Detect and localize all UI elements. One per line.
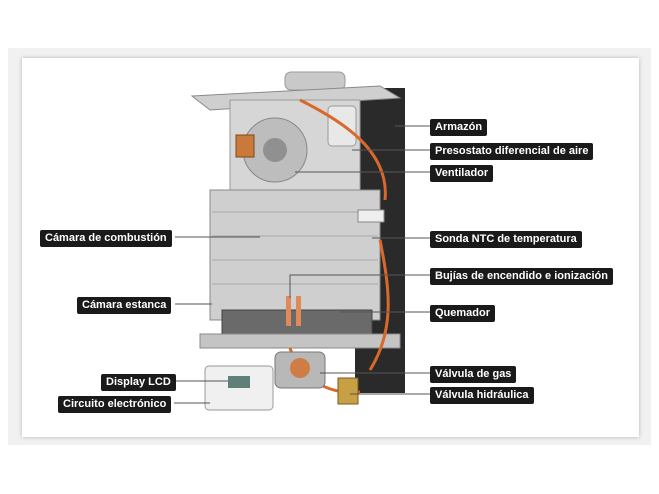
copper-pipe xyxy=(368,239,390,371)
hydraulic-valve xyxy=(337,377,359,405)
label-presostato: Presostato diferencial de aire xyxy=(430,143,594,160)
top-flue xyxy=(284,71,346,91)
fan-motor xyxy=(235,134,255,158)
lcd-screen xyxy=(228,376,250,388)
ionization-electrode xyxy=(296,296,301,326)
lower-tray xyxy=(199,333,401,349)
ntc-sensor xyxy=(357,209,385,223)
ignition-electrode xyxy=(286,296,291,326)
label-sonda-ntc: Sonda NTC de temperatura xyxy=(430,231,582,248)
label-circuito: Circuito electrónico xyxy=(58,396,172,413)
gas-valve-coil xyxy=(290,358,310,378)
label-ventilador: Ventilador xyxy=(430,165,494,182)
fan-hub xyxy=(263,138,287,162)
label-camara-combustion: Cámara de combustión xyxy=(40,230,172,247)
label-display-lcd: Display LCD xyxy=(101,374,176,391)
label-camara-estanca: Cámara estanca xyxy=(77,297,172,314)
label-quemador: Quemador xyxy=(430,305,496,322)
label-valvula-hidraulica: Válvula hidráulica xyxy=(430,387,534,404)
label-armazon: Armazón xyxy=(430,119,488,136)
label-valvula-gas: Válvula de gas xyxy=(430,366,517,383)
leader-line xyxy=(289,274,430,298)
label-bujias: Bujías de encendido e ionización xyxy=(430,268,613,285)
copper-pipe xyxy=(299,98,387,201)
combustion-chamber xyxy=(209,189,381,321)
